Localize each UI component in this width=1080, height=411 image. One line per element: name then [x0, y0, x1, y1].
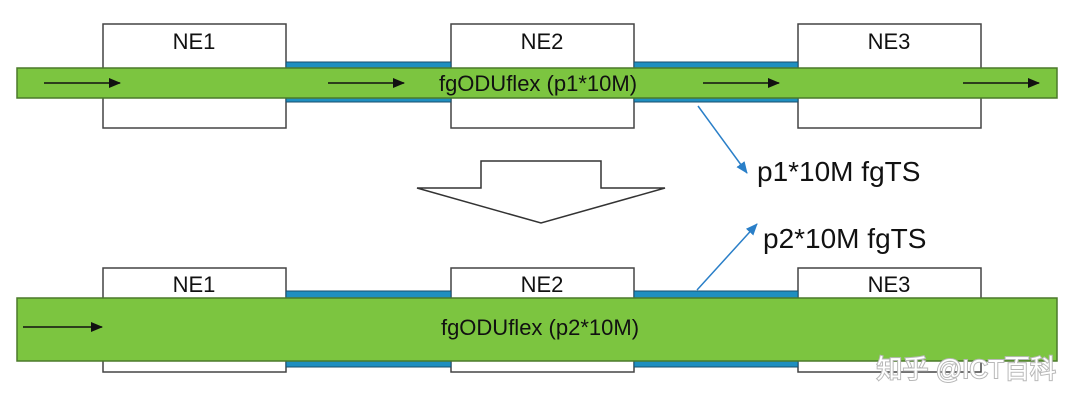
top-callout-arrow [697, 105, 748, 174]
top-ne1-label: NE1 [173, 29, 216, 54]
bottom-pipe [16, 297, 1058, 362]
bottom-callout-arrow [696, 223, 758, 291]
top-pipe [16, 67, 1058, 99]
down-arrow-outline-icon [416, 160, 666, 224]
top-scenario: NE1 NE2 NE3 fgODUflex (p1*10M) [16, 23, 1058, 129]
top-callout-label: p1*10M fgTS [757, 156, 920, 187]
bottom-pipe-label: fgODUflex (p2*10M) [441, 315, 639, 340]
watermark: 知乎 @ICT百科 [877, 354, 1057, 384]
bottom-ne3-label: NE3 [868, 272, 911, 297]
bottom-ne1-label: NE1 [173, 272, 216, 297]
top-ne2-label: NE2 [521, 29, 564, 54]
bottom-callout-label: p2*10M fgTS [763, 223, 926, 254]
bottom-scenario: NE1 NE2 NE3 fgODUflex (p2*10M) [16, 267, 1058, 373]
bottom-ne2-label: NE2 [521, 272, 564, 297]
top-ne3-label: NE3 [868, 29, 911, 54]
top-pipe-label: fgODUflex (p1*10M) [439, 71, 637, 96]
